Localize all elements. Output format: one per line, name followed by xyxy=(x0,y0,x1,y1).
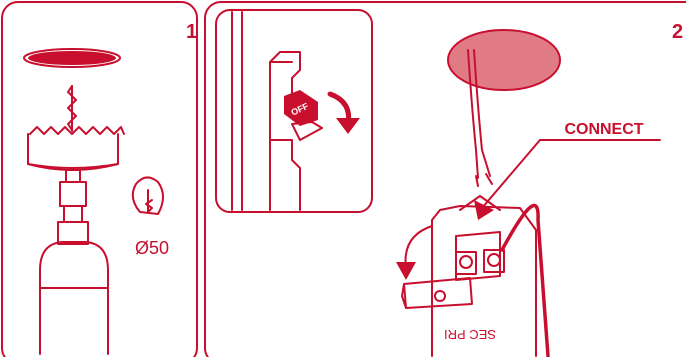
ceiling-hole-icon xyxy=(28,51,116,65)
module-label: SEC PRI xyxy=(444,327,496,342)
panel-1-frame xyxy=(1,1,198,357)
rotation-arrow-icon xyxy=(327,91,360,134)
key-lock-icon xyxy=(131,176,164,215)
connect-label: CONNECT xyxy=(564,121,643,138)
hole-saw-drill-icon xyxy=(27,85,125,355)
circuit-breaker-icon xyxy=(231,11,323,211)
terminal-block-icon xyxy=(396,195,550,357)
breaker-inset-frame xyxy=(215,9,373,213)
panel-1-number: 1 xyxy=(186,21,197,43)
panel-2-number: 2 xyxy=(672,21,683,43)
supply-wire-icon xyxy=(467,49,493,187)
ceiling-opening-icon xyxy=(447,29,561,91)
connect-arrow-icon xyxy=(474,139,661,220)
panel-2-frame xyxy=(204,1,686,357)
diameter-label: Ø50 xyxy=(135,238,169,258)
